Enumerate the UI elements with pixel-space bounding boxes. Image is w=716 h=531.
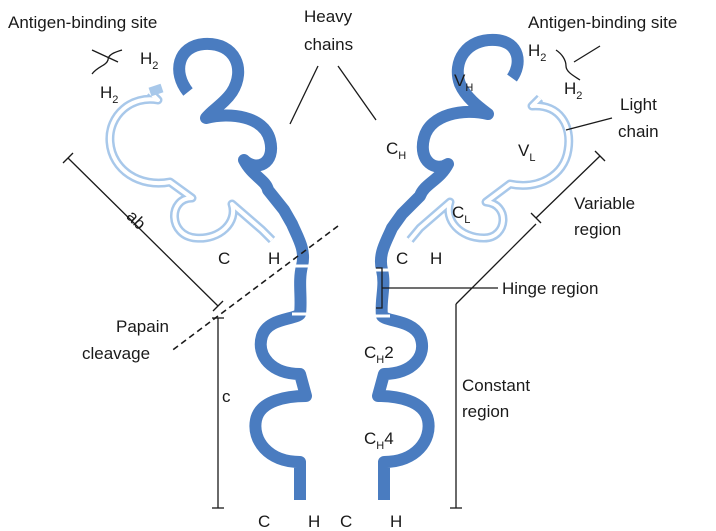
light-chain-label-line2: chain [618,122,659,141]
stem-c2-terminal-label: C [340,512,352,531]
heavy-chain-right [374,40,518,500]
annotation-lines [63,46,612,508]
right-arm-c-terminal-label: C [396,249,408,268]
papain-cleavage-label-line1: Papain [116,317,169,336]
ab-label: ab [123,207,150,234]
ch2-domain-label: CH2 [364,343,394,366]
vl-domain-label: VL [518,141,535,164]
hinge-region-label: Hinge region [502,279,598,298]
heavy-chains-leader-left [290,66,318,124]
h2-right-bottom-label: H2 [564,79,582,102]
heavy-chain-left [179,44,310,500]
papain-cleavage-line [170,226,338,352]
heavy-chains-label-line1: Heavy [304,7,353,26]
heavy-chains-label-line2: chains [304,35,353,54]
heavy-chains-leader-right [338,66,376,120]
ch4-domain-label: CH4 [364,429,394,452]
constant-region-label-line2: region [462,402,509,421]
h2-left-bottom-label: H2 [100,83,118,106]
stem-c1-terminal-label: C [258,512,270,531]
variable-region-label-line1: Variable [574,194,635,213]
stem-h1-terminal-label: H [308,512,320,531]
light-chain-leader [566,118,612,130]
constant-region-label-line1: Constant [462,376,530,395]
right-arm-h-terminal-label: H [430,249,442,268]
left-arm-h-terminal-label: H [268,249,280,268]
c-label: c [222,387,231,406]
h2-right-top-label: H2 [528,41,546,64]
antigen-site-right-brace [556,50,580,80]
antigen-binding-site-right-label: Antigen-binding site [528,13,677,32]
stem-h2-terminal-label: H [390,512,402,531]
ch-domain-label: CH [386,139,406,162]
light-chain-label-line1: Light [620,95,657,114]
antigen-site-left-leader [92,50,118,62]
variable-region-label-line2: region [574,220,621,239]
antigen-binding-site-left-label: Antigen-binding site [8,13,157,32]
papain-cleavage-label-line2: cleavage [82,344,150,363]
antigen-site-right-leader [574,46,600,62]
h2-left-top-label: H2 [140,49,158,72]
left-arm-c-terminal-label: C [218,249,230,268]
